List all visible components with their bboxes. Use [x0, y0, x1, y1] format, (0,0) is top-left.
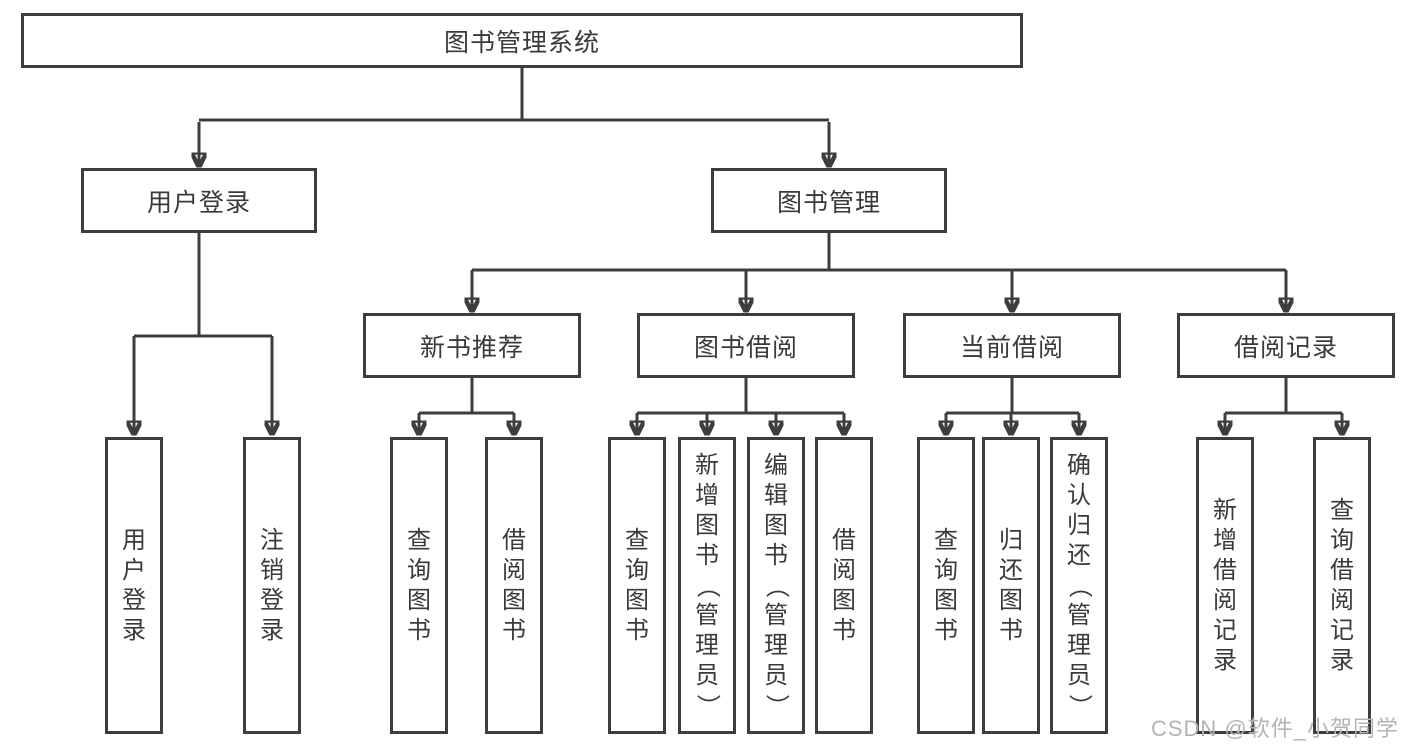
leaf-borrow-books-borrowing: 借阅图书 — [815, 437, 873, 734]
leaf-query-books-recommend: 查询图书 — [390, 437, 448, 734]
leaf-logout: 注销登录 — [243, 437, 301, 734]
leaf-borrow-books-recommend: 借阅图书 — [485, 437, 543, 734]
leaf-query-books-current: 查询图书 — [917, 437, 975, 734]
leaf-edit-book-admin: 编辑图书（管理员） — [747, 437, 805, 734]
leaf-query-borrow-record: 查询借阅记录 — [1313, 437, 1371, 734]
node-book-borrowing: 图书借阅 — [637, 313, 855, 378]
leaf-return-book: 归还图书 — [982, 437, 1040, 734]
leaf-query-books-borrowing: 查询图书 — [608, 437, 666, 734]
csdn-watermark: CSDN @软件_小贺同学 — [1150, 716, 1399, 741]
node-book-management: 图书管理 — [711, 168, 947, 233]
node-borrowing-records: 借阅记录 — [1177, 313, 1395, 378]
leaf-user-login: 用户登录 — [105, 437, 163, 734]
leaf-add-book-admin: 新增图书（管理员） — [678, 437, 736, 734]
node-library-management-system: 图书管理系统 — [21, 13, 1023, 68]
leaf-confirm-return-admin: 确认归还（管理员） — [1050, 437, 1108, 734]
leaf-add-borrow-record: 新增借阅记录 — [1196, 437, 1254, 734]
node-user-login: 用户登录 — [81, 168, 317, 233]
node-new-book-recommendation: 新书推荐 — [363, 313, 581, 378]
node-current-borrowing: 当前借阅 — [903, 313, 1121, 378]
